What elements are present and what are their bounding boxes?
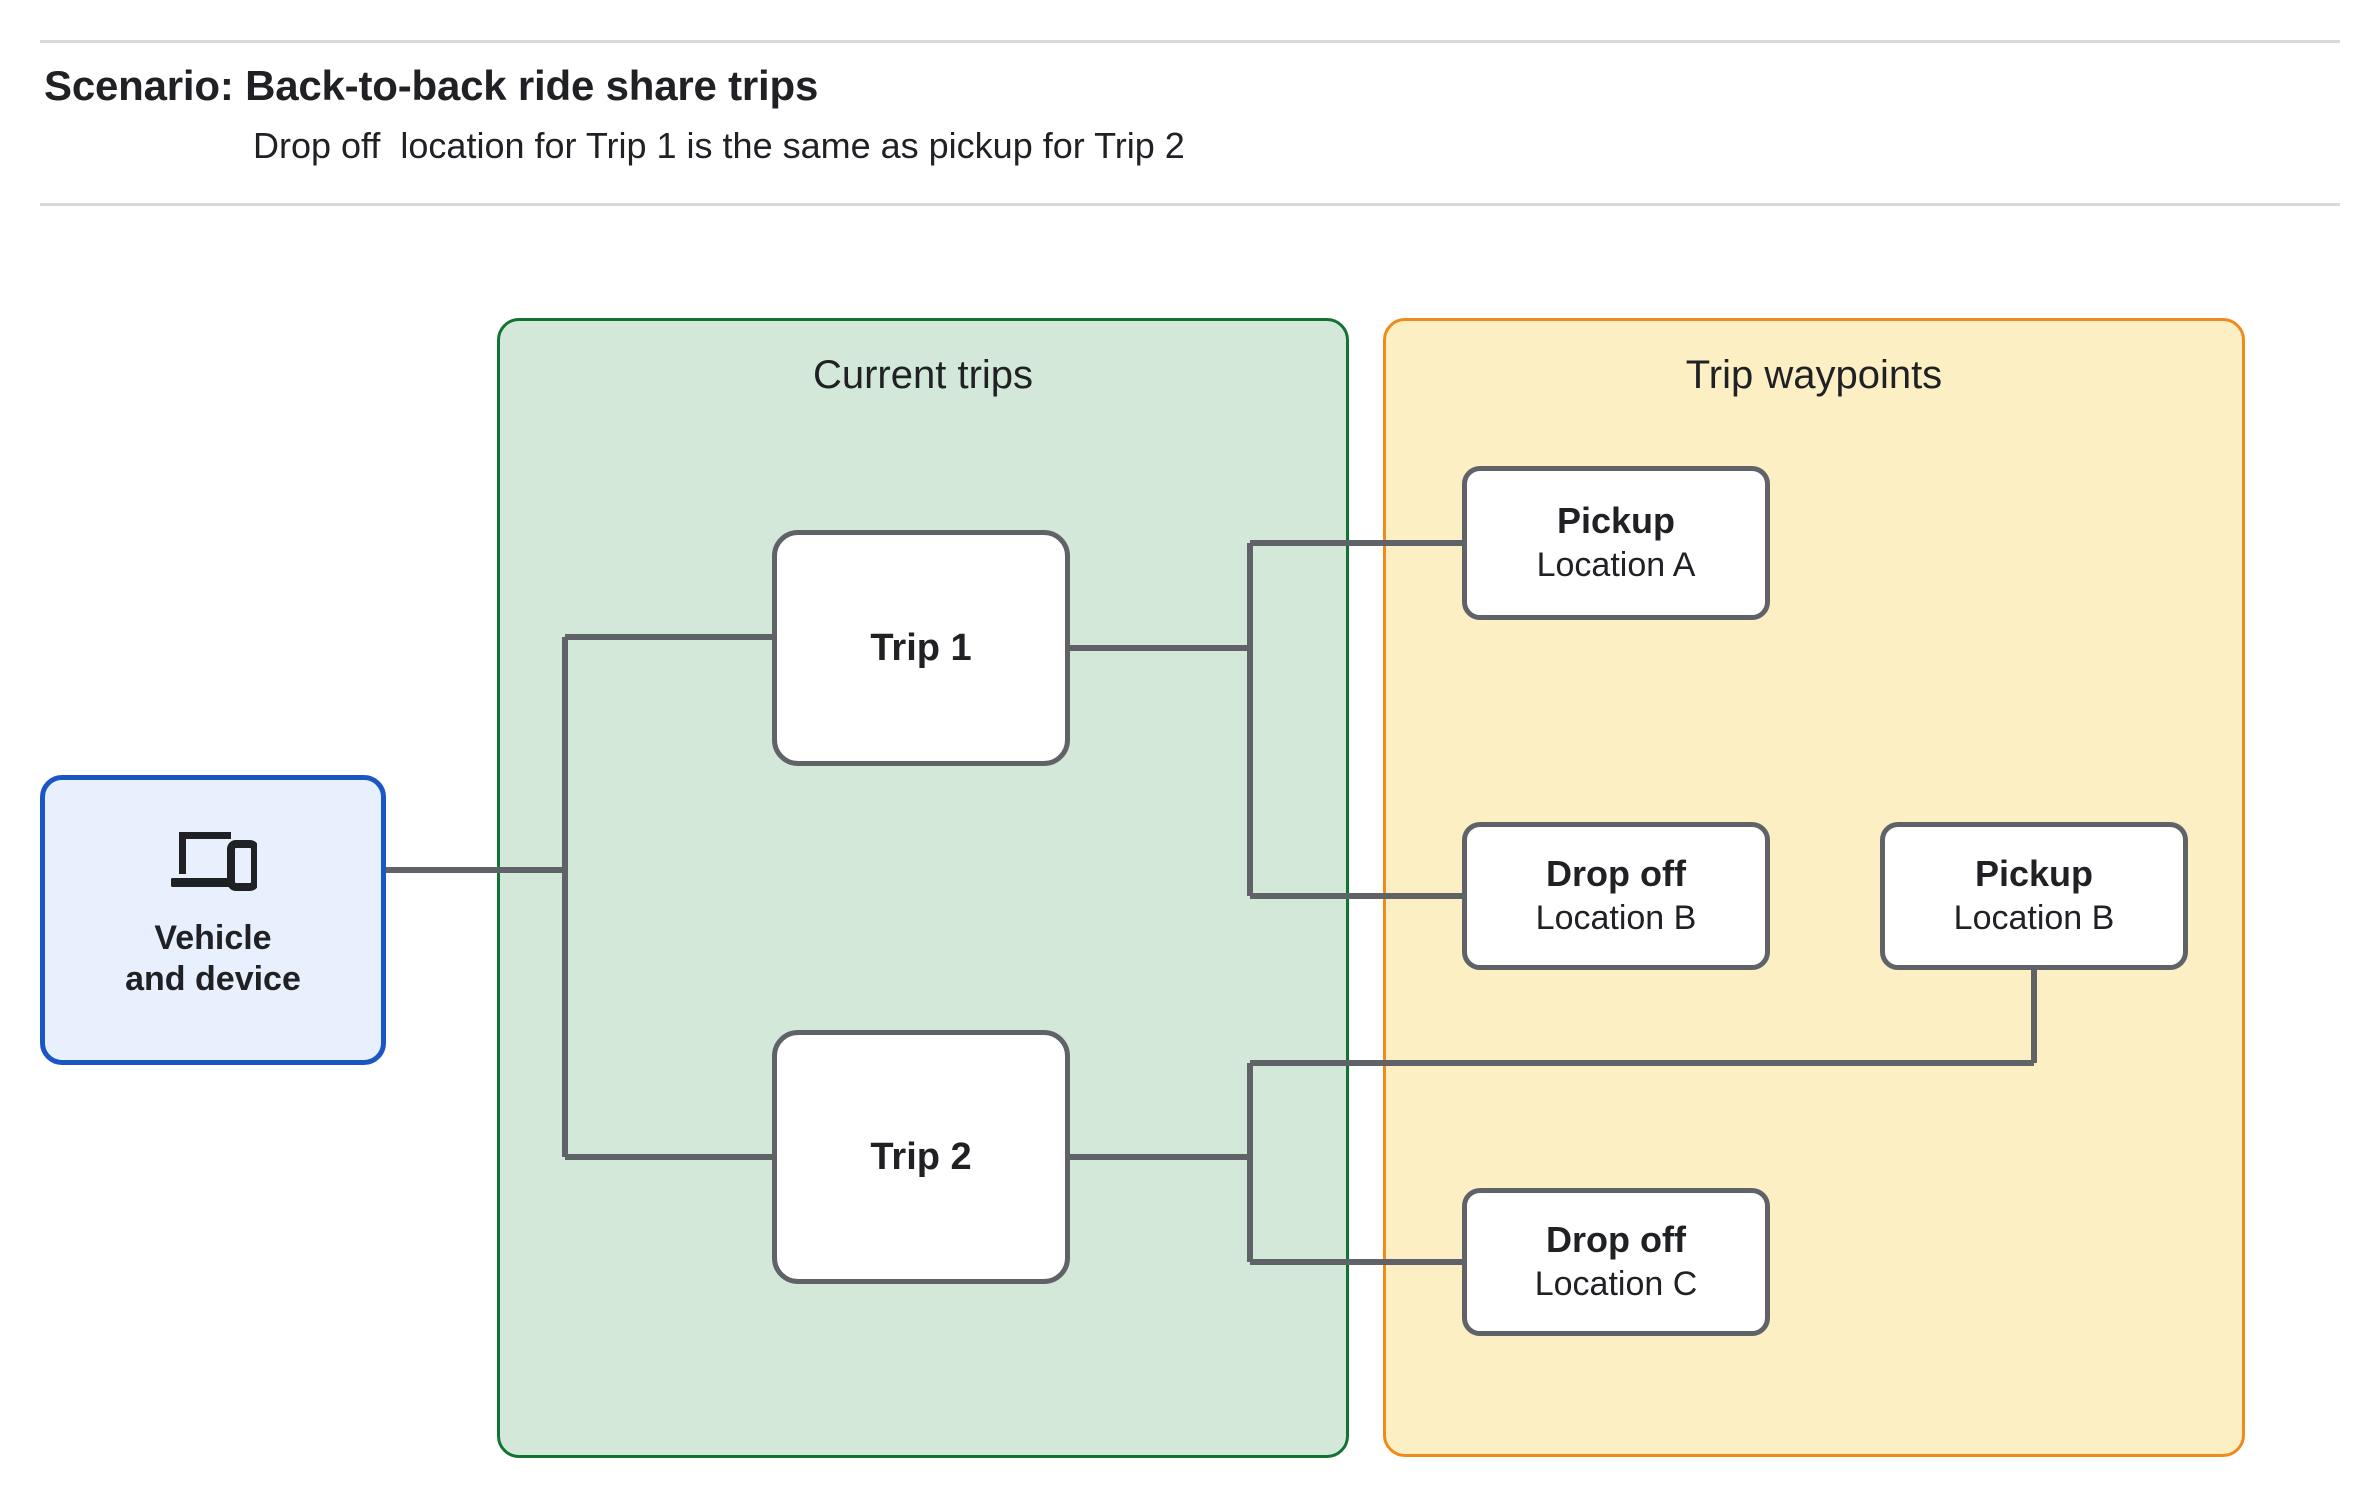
waypoint-location: Location B [1535, 898, 1697, 937]
header-divider-bottom [40, 203, 2340, 206]
page-subtitle: Drop off location for Trip 1 is the same… [253, 125, 1185, 166]
waypoint-type: Drop off [1546, 1219, 1686, 1261]
node-waypoint-dropoff-c[interactable]: Drop off Location C [1462, 1188, 1770, 1336]
devices-icon [169, 826, 259, 892]
waypoint-type: Drop off [1546, 853, 1686, 895]
waypoint-location: Location C [1534, 1264, 1698, 1303]
node-trip-2-label: Trip 2 [870, 1135, 972, 1178]
waypoint-location: Location A [1536, 545, 1696, 584]
vehicle-label-line-1: Vehicle [154, 918, 272, 957]
panel-current-trips: Current trips [497, 318, 1349, 1458]
header-divider-top [40, 40, 2340, 43]
node-trip-2[interactable]: Trip 2 [772, 1030, 1070, 1284]
node-waypoint-pickup-a[interactable]: Pickup Location A [1462, 466, 1770, 620]
node-trip-1[interactable]: Trip 1 [772, 530, 1070, 766]
node-waypoint-pickup-b[interactable]: Pickup Location B [1880, 822, 2188, 970]
node-waypoint-dropoff-b[interactable]: Drop off Location B [1462, 822, 1770, 970]
panel-trip-waypoints-title: Trip waypoints [1685, 353, 1943, 397]
waypoint-type: Pickup [1556, 500, 1676, 542]
node-vehicle-and-device[interactable]: Vehicle and device [40, 775, 386, 1065]
panel-current-trips-title: Current trips [812, 353, 1034, 397]
page-title: Scenario: Back-to-back ride share trips [44, 62, 819, 109]
node-trip-1-label: Trip 1 [870, 626, 972, 669]
waypoint-type: Pickup [1974, 853, 2094, 895]
waypoint-location: Location B [1953, 898, 2115, 937]
vehicle-label-line-2: and device [125, 960, 301, 998]
